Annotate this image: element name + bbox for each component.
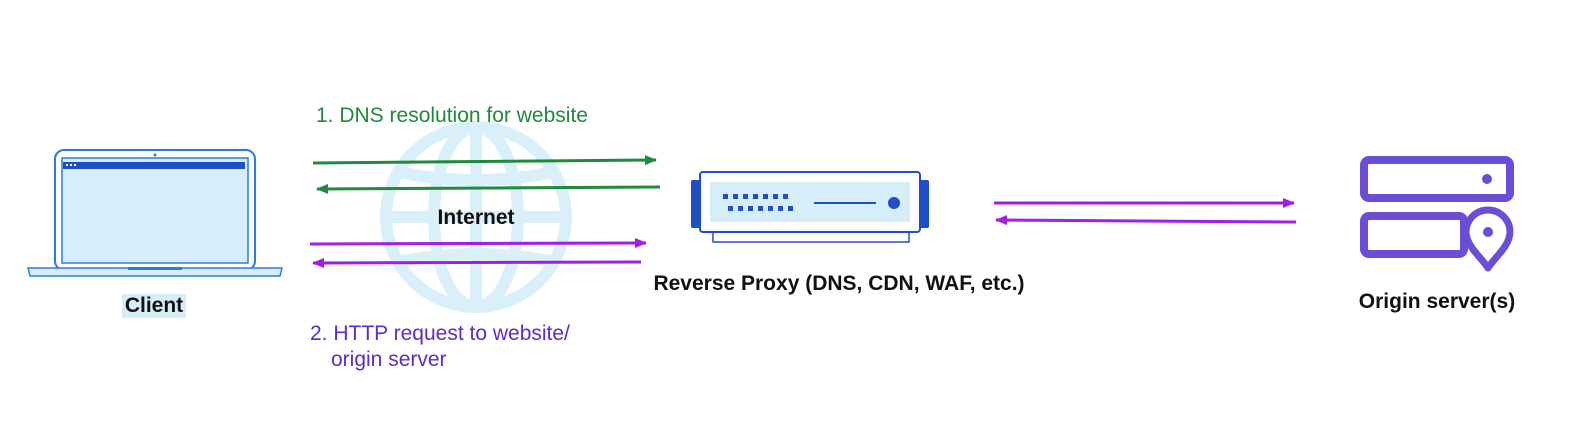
dns-step-label: 1. DNS resolution for website: [316, 104, 588, 127]
proxy-vent-dots: [723, 194, 793, 211]
origin-label: Origin server(s): [1359, 290, 1515, 313]
http-response-arrow: [312, 257, 642, 268]
http-step-label-line1: 2. HTTP request to website/: [310, 322, 570, 345]
dns-response-arrow: [316, 183, 661, 194]
dns-request-arrow: [312, 155, 657, 166]
http-arrows: [309, 238, 647, 268]
laptop-icon: [27, 149, 283, 277]
http-step-label-line2: origin server: [331, 348, 447, 371]
client-label-text: Client: [125, 294, 183, 317]
http-request-arrow: [309, 238, 647, 249]
dns-arrows: [312, 155, 661, 194]
internet-label: Internet: [437, 206, 514, 229]
proxy-appliance-icon: [691, 171, 929, 243]
proxy-label: Reverse Proxy (DNS, CDN, WAF, etc.): [653, 272, 1024, 295]
client-label: Client: [122, 294, 186, 318]
server-location-icon: [1360, 156, 1514, 272]
http-step-label: 2. HTTP request to website/ origin serve…: [310, 322, 570, 371]
globe-icon: [380, 121, 572, 313]
origin-arrows: [994, 198, 1297, 226]
origin-response-arrow: [995, 215, 1297, 226]
